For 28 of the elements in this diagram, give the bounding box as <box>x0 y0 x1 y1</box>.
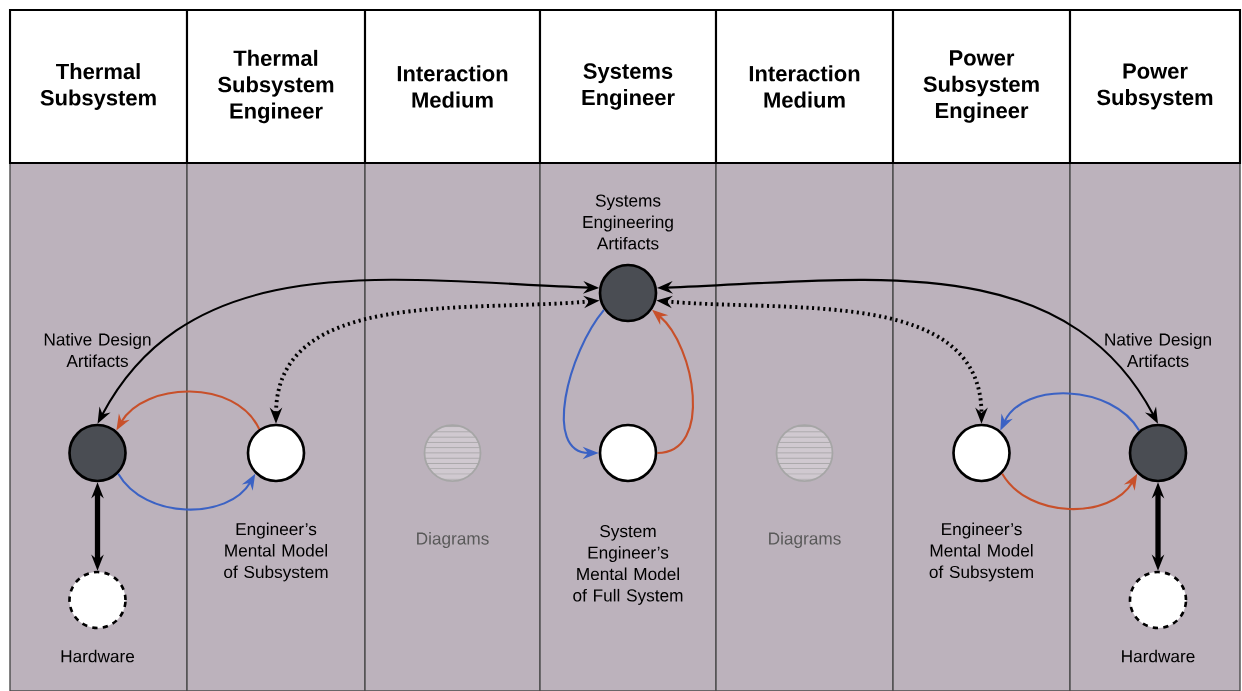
node-label: Interaction Medium <box>397 65 508 108</box>
node-label: Power Subsystem Engineer <box>923 50 1039 123</box>
node-label: Systems Engineer <box>582 63 675 110</box>
node-label: Diagrams <box>417 531 489 549</box>
node-label: Systems Engineering Artifacts <box>583 194 673 250</box>
circle-node: Native Design Artifacts <box>44 332 151 483</box>
circle-node: Engineer’s Mental Model of Subsystem <box>929 423 1033 582</box>
node-label: Native Design Artifacts <box>44 332 151 368</box>
node-label: Hardware <box>61 649 135 663</box>
circle-node: Hardware <box>1122 570 1195 663</box>
node-label: System Engineer’s Mental Model of Full System <box>573 525 683 605</box>
circle-node: Diagrams <box>417 424 489 549</box>
arrow <box>1000 392 1140 432</box>
circle-node: Hardware <box>61 570 135 663</box>
node-label: Native Design Artifacts <box>1105 332 1211 368</box>
circle-node: Native Design Artifacts <box>1105 332 1211 483</box>
node-label: Power Subsystem <box>1097 63 1213 110</box>
node-label: Thermal Subsystem <box>40 63 156 110</box>
node-label: Diagrams <box>769 531 841 549</box>
node-label: Engineer’s Mental Model of Subsystem <box>224 522 328 582</box>
node-label: Hardware <box>1122 649 1195 663</box>
circle-node: Diagrams <box>769 424 841 549</box>
node-label: Engineer’s Mental Model of Subsystem <box>929 522 1033 582</box>
node-label: Thermal Subsystem Engineer <box>218 49 334 124</box>
circle-node: Systems Engineering Artifacts <box>583 194 673 323</box>
circle-node: System Engineer’s Mental Model of Full System <box>573 423 683 605</box>
circle-node: Engineer’s Mental Model of Subsystem <box>224 423 328 582</box>
node-label: Interaction Medium <box>749 65 860 108</box>
